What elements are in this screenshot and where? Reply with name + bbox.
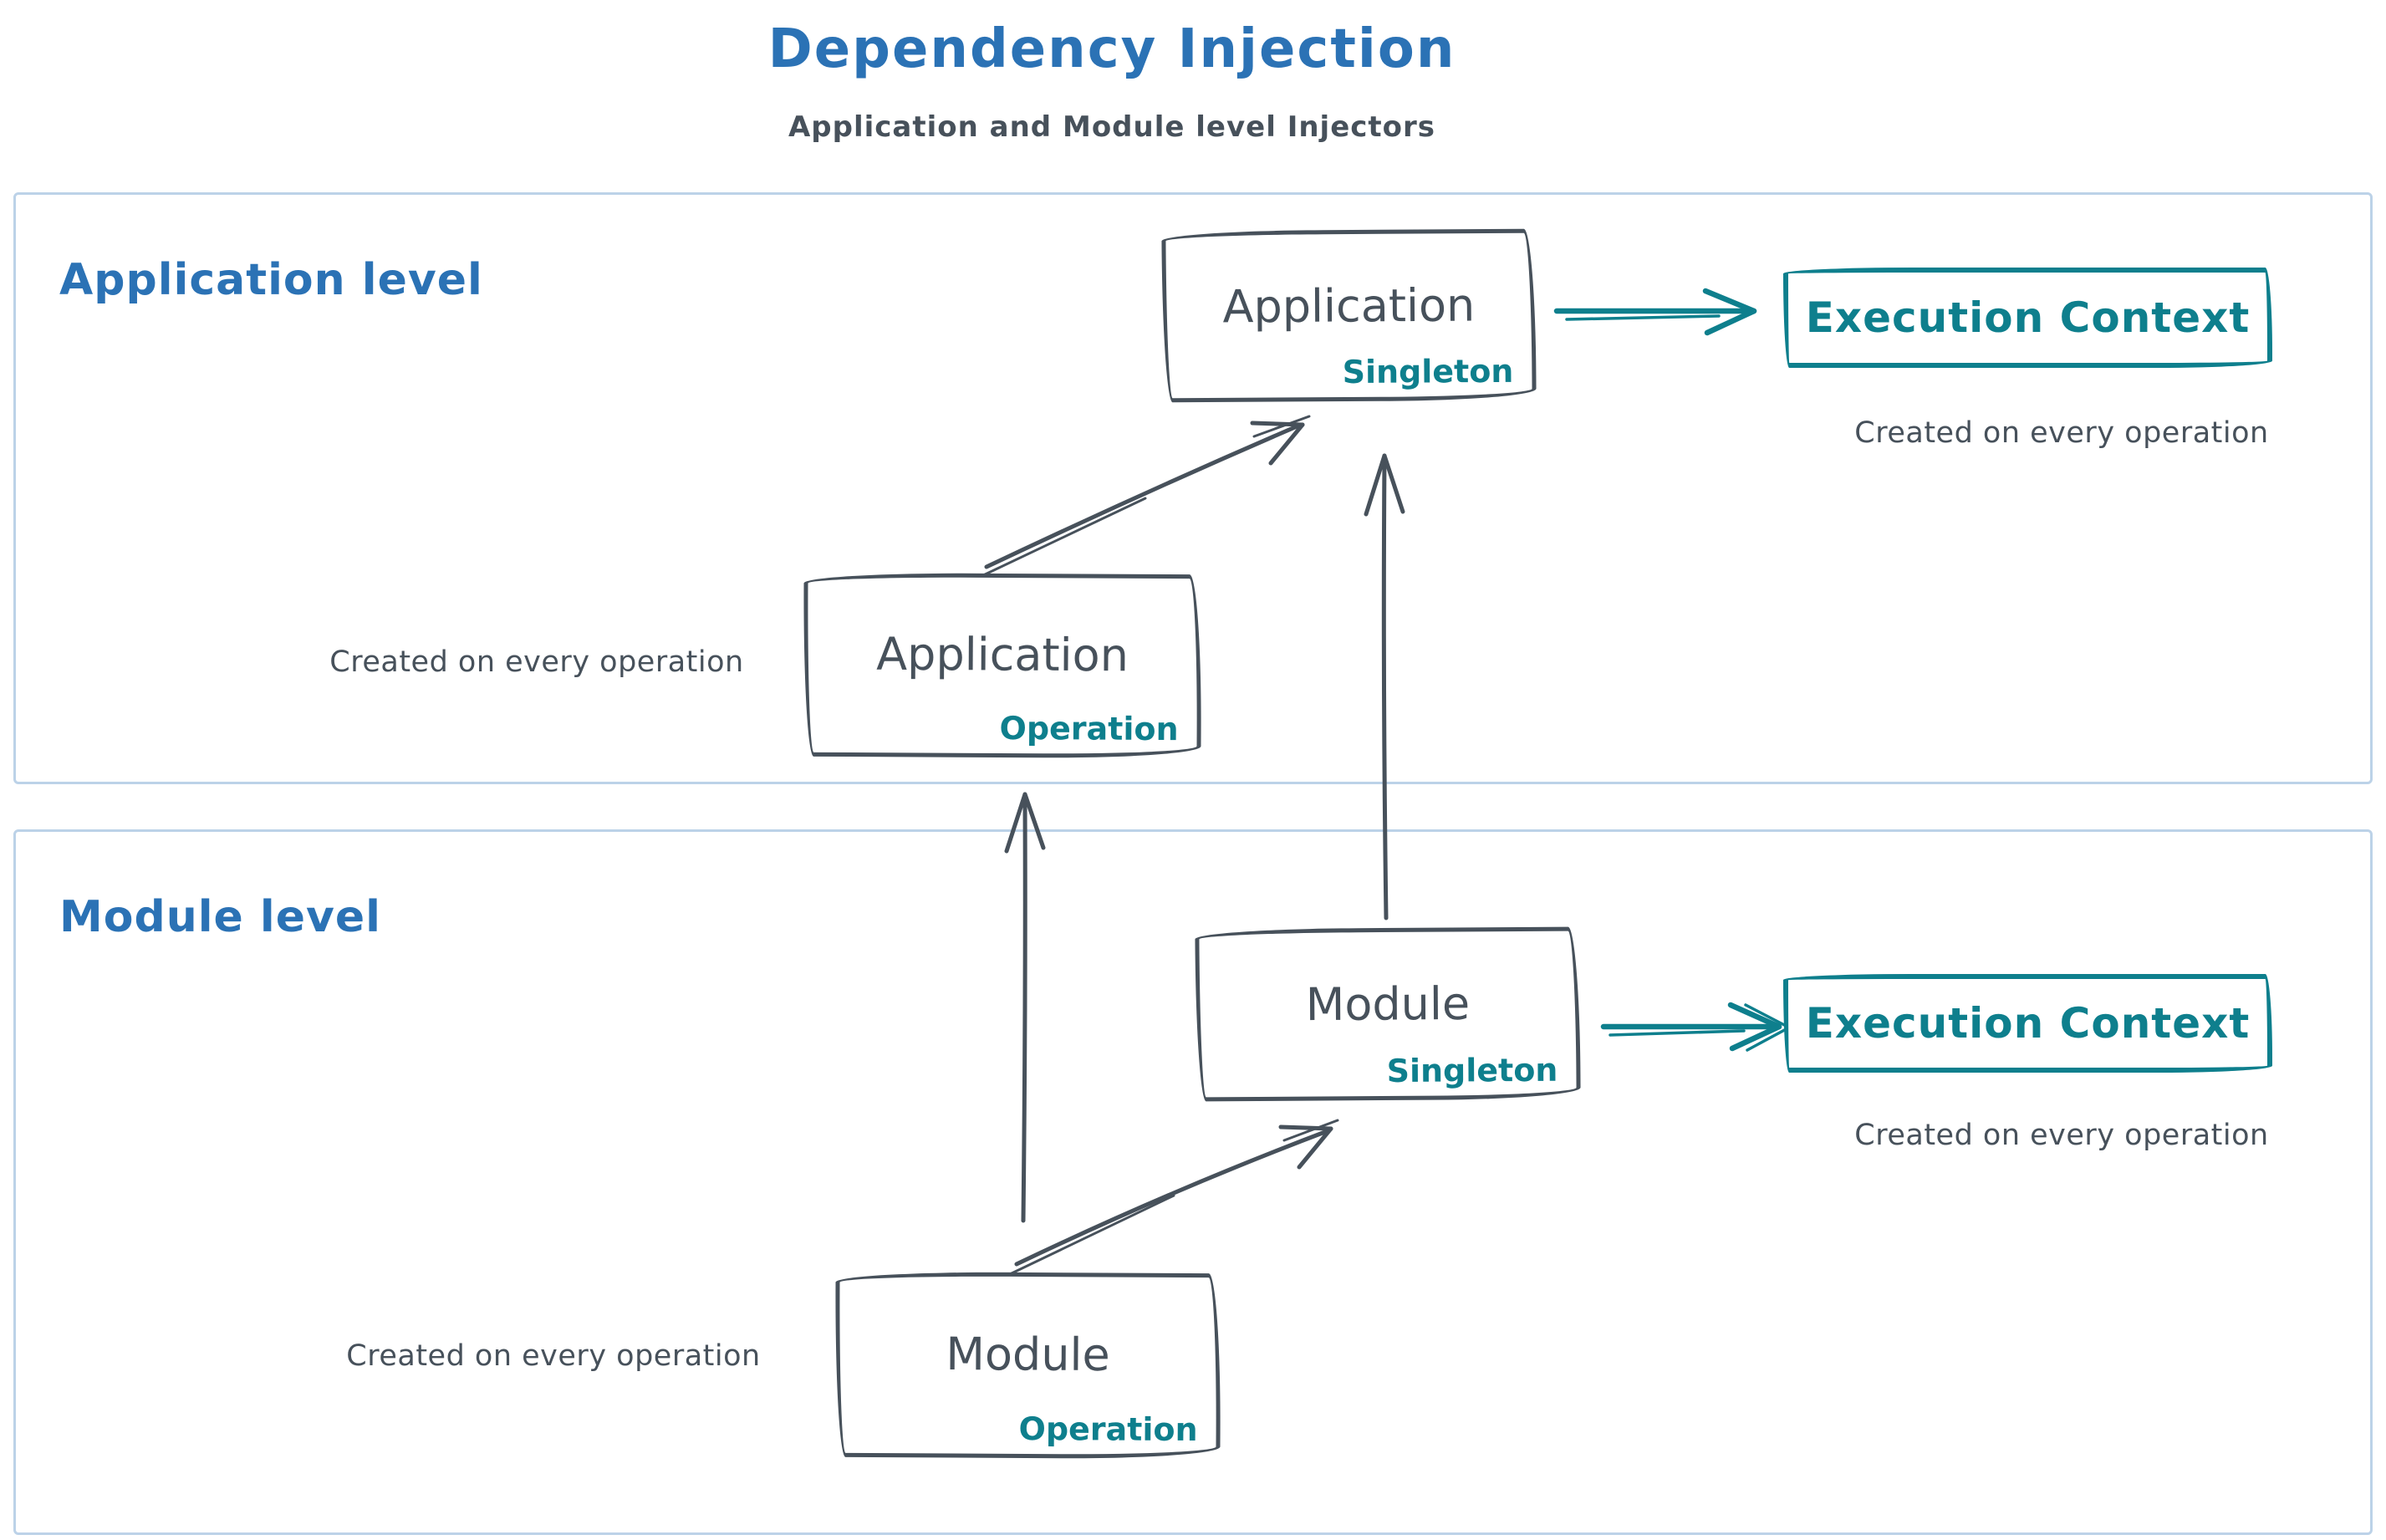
module-execution-context-box: Execution Context — [1783, 974, 2272, 1073]
module-execution-context-title: Execution Context — [1805, 999, 2251, 1048]
diagram-title: Dependency Injection — [767, 18, 1456, 80]
app-singleton-tag: Singleton — [1342, 352, 1514, 391]
application-level-panel: Application level — [13, 192, 2373, 784]
module-level-panel: Module level — [13, 829, 2373, 1535]
module-level-label: Module level — [59, 892, 381, 942]
app-singleton-box: Application Singleton — [1161, 228, 1537, 403]
app-operation-title: Application — [876, 628, 1129, 682]
diagram-subtitle: Application and Module level Injectors — [788, 110, 1436, 144]
module-singleton-tag: Singleton — [1386, 1051, 1558, 1090]
app-execution-context-box: Execution Context — [1783, 268, 2272, 368]
module-singleton-box: Module Singleton — [1195, 926, 1581, 1102]
module-singleton-title: Module — [1305, 977, 1471, 1032]
app-execution-context-title: Execution Context — [1805, 293, 2251, 342]
app-operation-box: Application Operation — [803, 572, 1202, 759]
module-operation-title: Module — [946, 1328, 1110, 1382]
app-singleton-title: Application — [1222, 278, 1476, 334]
app-execution-context-caption: Created on every operation — [1854, 416, 2269, 450]
application-level-label: Application level — [59, 255, 483, 305]
module-execution-context-caption: Created on every operation — [1854, 1119, 2269, 1152]
module-operation-caption: Created on every operation — [346, 1339, 761, 1373]
module-operation-box: Module Operation — [834, 1271, 1221, 1460]
module-operation-tag: Operation — [1018, 1410, 1198, 1449]
app-operation-caption: Created on every operation — [329, 645, 744, 679]
app-operation-tag: Operation — [999, 709, 1179, 748]
